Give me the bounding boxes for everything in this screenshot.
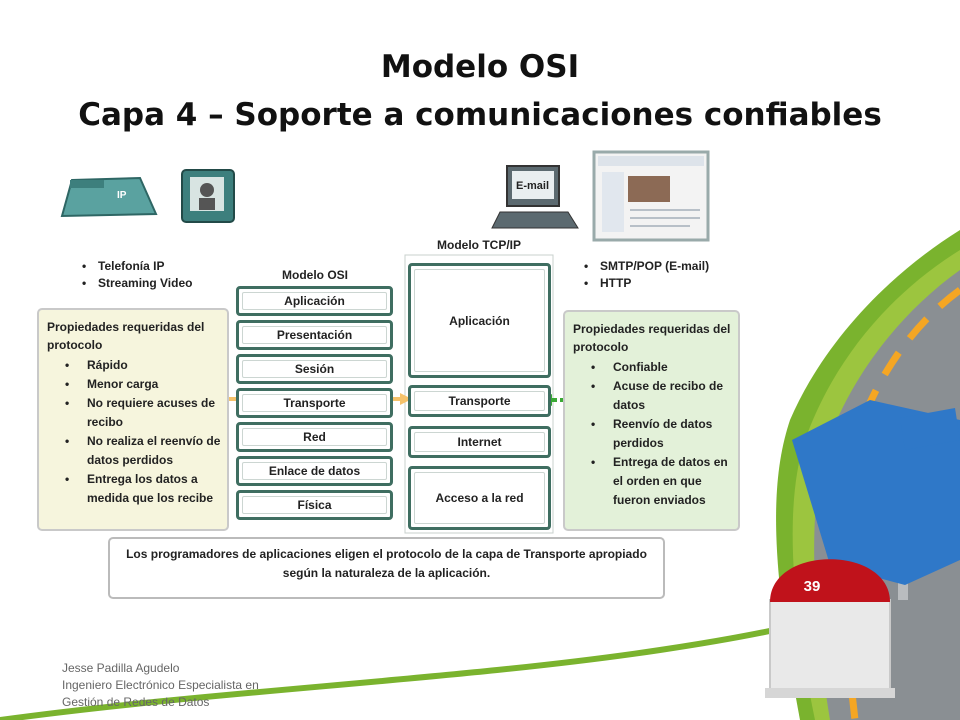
left-property-item: Menor carga [65,375,223,394]
right-properties-list: Confiable Acuse de recibo de datos Reenv… [565,358,738,510]
left-app-list: Telefonía IP Streaming Video [78,258,218,292]
right-panel-header: Propiedades requeridas del protocolo [573,322,731,354]
left-panel-header: Propiedades requeridas del protocolo [47,320,205,352]
osi-layer-network: Red [236,422,393,452]
footer-line: Ingeniero Electrónico Especialista en [62,678,259,692]
osi-layer-session: Sesión [236,354,393,384]
km-marker-top [770,559,890,602]
km-marker-base [765,688,895,698]
page-number: 39 [803,578,821,595]
left-property-item: Rápido [65,356,223,375]
right-property-item: Confiable [591,358,734,377]
tcpip-layer-internet: Internet [408,426,551,458]
right-properties-panel: Propiedades requeridas del protocolo Con… [563,310,740,531]
note-box: Los programadores de aplicaciones eligen… [108,537,665,599]
right-app-list: SMTP/POP (E-mail) HTTP [580,258,710,292]
tcpip-layer-transport: Transporte [408,385,551,417]
footer-line: Jesse Padilla Agudelo [62,661,180,675]
left-app-item: Telefonía IP [78,258,218,275]
ip-phone-badge: IP [117,190,127,201]
osi-layer-physical: Física [236,490,393,520]
tcpip-layer-network-access: Acceso a la red [408,466,551,530]
right-app-item: SMTP/POP (E-mail) [580,258,710,275]
right-property-item: Entrega de datos en el orden en que fuer… [591,453,734,510]
tcpip-layer-application: Aplicación [408,263,551,378]
footer-line: Gestión de Redes de Datos [62,695,210,709]
video-monitor-icon [181,169,235,223]
left-property-item: No realiza el reenvío de datos perdidos [65,432,223,470]
left-property-item: No requiere acuses de recibo [65,394,223,432]
osi-layer-transport: Transporte [236,388,393,418]
slide-title-line1: Modelo OSI [380,49,580,85]
osi-layer-application: Aplicación [236,286,393,316]
left-app-item: Streaming Video [78,275,218,292]
right-property-item: Acuse de recibo de datos [591,377,734,415]
tcpip-column-frame [404,254,554,534]
km-marker-body [769,599,891,691]
slide-title-line2: Capa 4 – Soporte a comunicaciones confia… [78,97,882,133]
left-property-item: Entrega los datos a medida que los recib… [65,470,223,508]
right-property-item: Reenvío de datos perdidos [591,415,734,453]
footer-author: Jesse Padilla Agudelo Ingeniero Electrón… [62,660,259,711]
orange-arrow-head [400,393,412,405]
web-browser-icon [592,150,710,242]
osi-model-title: Modelo OSI [282,268,348,282]
road-sign-small [900,408,960,450]
ip-phone-icon [60,176,158,218]
computer-icon [491,165,579,229]
left-properties-list: Rápido Menor carga No requiere acuses de… [39,356,227,508]
osi-layer-datalink: Enlace de datos [236,456,393,486]
tcpip-model-title: Modelo TCP/IP [437,238,521,252]
left-properties-panel: Propiedades requeridas del protocolo Ráp… [37,308,229,531]
right-app-item: HTTP [580,275,710,292]
email-screen-label: E-mail [516,180,550,192]
osi-layer-presentation: Presentación [236,320,393,350]
